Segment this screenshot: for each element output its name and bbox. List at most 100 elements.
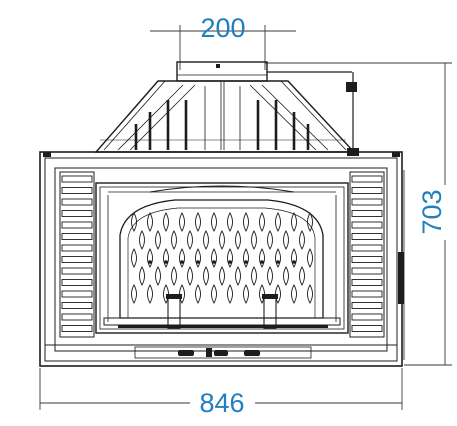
pattern-cutout bbox=[299, 230, 305, 250]
pattern-cutout bbox=[307, 248, 313, 268]
pattern-cutout bbox=[155, 230, 161, 250]
left-louvres bbox=[59, 171, 95, 338]
louvre-slat bbox=[351, 221, 383, 229]
pattern-cutout bbox=[283, 230, 289, 250]
louvre-slat bbox=[61, 187, 93, 194]
pattern-cutout bbox=[163, 284, 169, 304]
pattern-cutout bbox=[163, 212, 169, 232]
pattern-cutout bbox=[211, 212, 217, 232]
louvre-slat bbox=[351, 233, 383, 240]
bottom-plinth bbox=[44, 344, 398, 362]
smoke-hood bbox=[94, 80, 356, 153]
louvre-slat bbox=[61, 221, 93, 229]
louvre-slat bbox=[61, 279, 93, 286]
pattern-cutout bbox=[219, 266, 225, 286]
pattern-cutout bbox=[283, 266, 289, 286]
louvre-slat bbox=[351, 267, 383, 275]
back-plate-pattern bbox=[131, 212, 313, 304]
pattern-cutout bbox=[259, 284, 265, 304]
bottom-dimension: 846 bbox=[39, 368, 403, 418]
pattern-cutout bbox=[131, 248, 137, 268]
pattern-cutout bbox=[275, 284, 281, 304]
pattern-cutout bbox=[211, 248, 217, 268]
louvre-slat bbox=[351, 198, 383, 206]
louvre-slat bbox=[351, 325, 383, 332]
pattern-cutout bbox=[179, 212, 185, 232]
pattern-cutout bbox=[227, 284, 233, 304]
pattern-cutout bbox=[147, 284, 153, 304]
top-width-label: 200 bbox=[200, 13, 245, 43]
pattern-cutout bbox=[179, 248, 185, 268]
pattern-cutout bbox=[219, 230, 225, 250]
pattern-stud bbox=[180, 260, 184, 264]
pattern-cutout bbox=[147, 248, 153, 268]
pattern-cutout bbox=[155, 266, 161, 286]
pattern-cutout bbox=[195, 212, 201, 232]
louvre-slat bbox=[351, 244, 383, 252]
pattern-cutout bbox=[227, 212, 233, 232]
pattern-cutout bbox=[131, 284, 137, 304]
louvre-slat bbox=[351, 187, 383, 194]
louvre-slat bbox=[61, 290, 93, 298]
pattern-cutout bbox=[259, 212, 265, 232]
pattern-cutout bbox=[243, 284, 249, 304]
pattern-cutout bbox=[235, 230, 241, 250]
louvre-slat bbox=[61, 198, 93, 206]
louvre-slat bbox=[351, 302, 383, 309]
pattern-cutout bbox=[307, 284, 313, 304]
pattern-cutout bbox=[139, 230, 145, 250]
pattern-cutout bbox=[179, 284, 185, 304]
louvre-slat bbox=[351, 175, 383, 183]
louvre-slat bbox=[61, 244, 93, 252]
pattern-cutout bbox=[195, 284, 201, 304]
pattern-cutout bbox=[195, 248, 201, 268]
pattern-cutout bbox=[251, 230, 257, 250]
pattern-cutout bbox=[131, 212, 137, 232]
pattern-cutout bbox=[147, 212, 153, 232]
louvre-slat bbox=[61, 325, 93, 332]
pattern-stud bbox=[148, 260, 152, 264]
pattern-stud bbox=[276, 260, 280, 264]
pattern-stud bbox=[244, 260, 248, 264]
louvre-slat bbox=[351, 256, 383, 263]
pattern-cutout bbox=[235, 266, 241, 286]
louvre-slat bbox=[351, 279, 383, 286]
louvre-slat bbox=[61, 256, 93, 263]
louvre-slat bbox=[351, 313, 383, 321]
pattern-cutout bbox=[275, 248, 281, 268]
pattern-cutout bbox=[251, 266, 257, 286]
louvre-frame bbox=[349, 171, 385, 338]
pattern-stud bbox=[260, 260, 264, 264]
overall-height-label: 703 bbox=[417, 189, 447, 234]
fire-grate bbox=[103, 294, 341, 329]
pattern-cutout bbox=[163, 248, 169, 268]
pattern-cutout bbox=[299, 266, 305, 286]
pattern-cutout bbox=[203, 230, 209, 250]
louvre-slat bbox=[351, 290, 383, 298]
right-side-bracket bbox=[398, 170, 405, 360]
louvre-slat bbox=[61, 175, 93, 183]
pattern-stud bbox=[228, 260, 232, 264]
pattern-cutout bbox=[139, 266, 145, 286]
pattern-cutout bbox=[211, 284, 217, 304]
pattern-cutout bbox=[227, 248, 233, 268]
pattern-cutout bbox=[187, 230, 193, 250]
pattern-cutout bbox=[171, 266, 177, 286]
pattern-cutout bbox=[291, 284, 297, 304]
overall-width-label: 846 bbox=[199, 388, 244, 418]
louvre-slat bbox=[61, 302, 93, 309]
pattern-cutout bbox=[275, 212, 281, 232]
pattern-cutout bbox=[267, 230, 273, 250]
right-dimension: 703 bbox=[265, 62, 452, 366]
right-louvres bbox=[349, 171, 385, 338]
pattern-cutout bbox=[307, 212, 313, 232]
pattern-cutout bbox=[171, 230, 177, 250]
louvre-slat bbox=[61, 267, 93, 275]
pattern-stud bbox=[196, 260, 200, 264]
louvre-slat bbox=[61, 233, 93, 240]
pattern-stud bbox=[212, 260, 216, 264]
pattern-cutout bbox=[243, 212, 249, 232]
louvre-frame bbox=[59, 171, 95, 338]
pattern-cutout bbox=[291, 212, 297, 232]
